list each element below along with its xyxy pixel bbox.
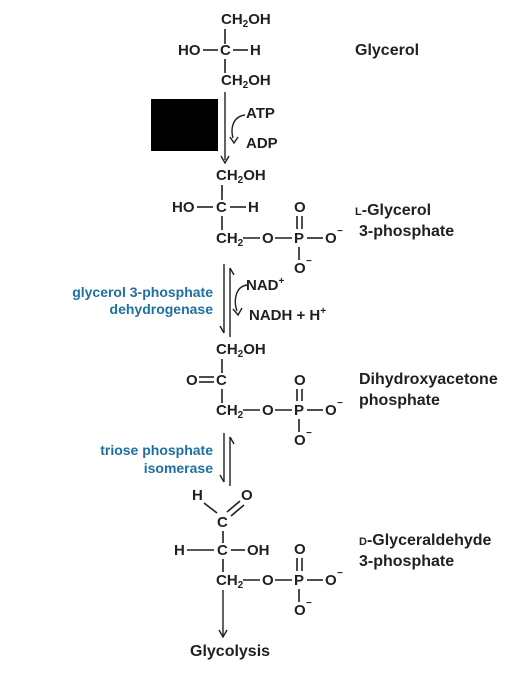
step3-arrows	[219, 433, 235, 486]
g3p-d-o-bottom: O	[294, 602, 306, 619]
enzyme-name-line1: glycerol 3-phosphate	[72, 284, 213, 300]
g3p-d-p: P	[294, 572, 304, 589]
g3p-l-o-bottom: O	[294, 260, 306, 277]
glycolysis-arrow	[218, 590, 228, 639]
g3p-d-h: H	[174, 542, 185, 559]
glycerol-h: H	[250, 42, 261, 59]
glycerol-3-phosphate-structure: CH2OH HO C H CH2 O P O O − O −	[172, 167, 343, 277]
dhap-structure: CH2OH O C CH2 O P O O − O −	[186, 341, 343, 449]
g3p-l-c: C	[216, 199, 227, 216]
bond	[203, 502, 218, 514]
double-bond	[230, 504, 245, 517]
dhap-p: P	[294, 402, 304, 419]
forward-arrowhead	[219, 474, 225, 483]
dhap-o-bottom: O	[294, 432, 306, 449]
glyceraldehyde-3-phosphate-name: D-Glyceraldehyde	[359, 532, 492, 549]
g3p-l-ch2: CH2	[216, 230, 244, 249]
cofactor-arrowhead	[232, 307, 243, 317]
step2-arrows	[219, 264, 248, 337]
glyceraldehyde-3-phosphate-structure: H O C H C OH CH2 O P O O − O −	[174, 487, 343, 619]
g3p-l-h: H	[248, 199, 259, 216]
glycerol-bottom-group: CH2OH	[221, 72, 271, 91]
double-bond	[226, 500, 241, 513]
dhap-o-right: O	[325, 402, 337, 419]
step1-adp: ADP	[246, 135, 278, 152]
dhap-ch2: CH2	[216, 402, 244, 421]
charge-minus: −	[306, 256, 312, 267]
step2-nadh: NADH + H+	[249, 306, 326, 324]
g3p-d-o-top: O	[294, 541, 306, 558]
g3p-l-top-group: CH2OH	[216, 167, 266, 186]
step1-arrow	[220, 92, 246, 165]
reaction-arrowhead	[220, 155, 230, 165]
dhap-o-link: O	[262, 402, 274, 419]
charge-minus: −	[306, 598, 312, 609]
charge-minus: −	[337, 568, 343, 579]
dhap-top-group: CH2OH	[216, 341, 266, 360]
g3p-d-oh: OH	[247, 542, 270, 559]
glycolysis-label: Glycolysis	[190, 643, 270, 660]
dhap-o-top: O	[294, 372, 306, 389]
isomerase-name-line1: triose phosphate	[100, 442, 213, 458]
g3p-d-aldehyde-h: H	[192, 487, 203, 504]
charge-minus: −	[337, 398, 343, 409]
glycerol-name: Glycerol	[355, 42, 419, 59]
g3p-l-p: P	[294, 230, 304, 247]
dhap-carbonyl-o: O	[186, 372, 198, 389]
dhap-name-line2: phosphate	[359, 392, 440, 409]
g3p-l-o-top: O	[294, 199, 306, 216]
step2-nad: NAD+	[246, 276, 285, 294]
charge-minus: −	[306, 428, 312, 439]
reverse-arrowhead	[229, 267, 235, 276]
cofactor-curve	[234, 284, 248, 312]
g3p-d-c2: C	[217, 542, 228, 559]
g3p-d-aldehyde-o: O	[241, 487, 253, 504]
dhap-name-line1: Dihydroxyacetone	[359, 371, 498, 388]
reverse-arrowhead	[229, 436, 235, 445]
g3p-d-o-link: O	[262, 572, 274, 589]
forward-arrowhead	[219, 325, 225, 334]
g3p-d-o-right: O	[325, 572, 337, 589]
g3p-l-ho: HO	[172, 199, 195, 216]
glyceraldehyde-3-phosphate-name-line2: 3-phosphate	[359, 553, 454, 570]
dhap-c: C	[216, 372, 227, 389]
charge-minus: −	[337, 226, 343, 237]
redaction-box	[151, 99, 218, 151]
glycerol-3-phosphate-name-line2: 3-phosphate	[359, 223, 454, 240]
enzyme-name-line2: dehydrogenase	[110, 301, 214, 317]
g3p-l-o-link: O	[262, 230, 274, 247]
reaction-arrowhead	[218, 629, 228, 639]
glycerol-top-group: CH2OH	[221, 11, 271, 30]
glycerol-3-phosphate-name: L-Glycerol	[355, 202, 431, 219]
step1-atp: ATP	[246, 105, 275, 122]
g3p-d-ch2: CH2	[216, 572, 244, 591]
cofactor-curve	[231, 114, 246, 139]
glycerol-ho: HO	[178, 42, 201, 59]
isomerase-name-line2: isomerase	[144, 460, 213, 476]
glycerol-c: C	[220, 42, 231, 59]
g3p-l-o-right: O	[325, 230, 337, 247]
glycerol-structure: CH2OH HO C H CH2OH	[178, 11, 271, 91]
cofactor-arrowhead	[229, 136, 239, 145]
g3p-d-c1: C	[217, 514, 228, 531]
